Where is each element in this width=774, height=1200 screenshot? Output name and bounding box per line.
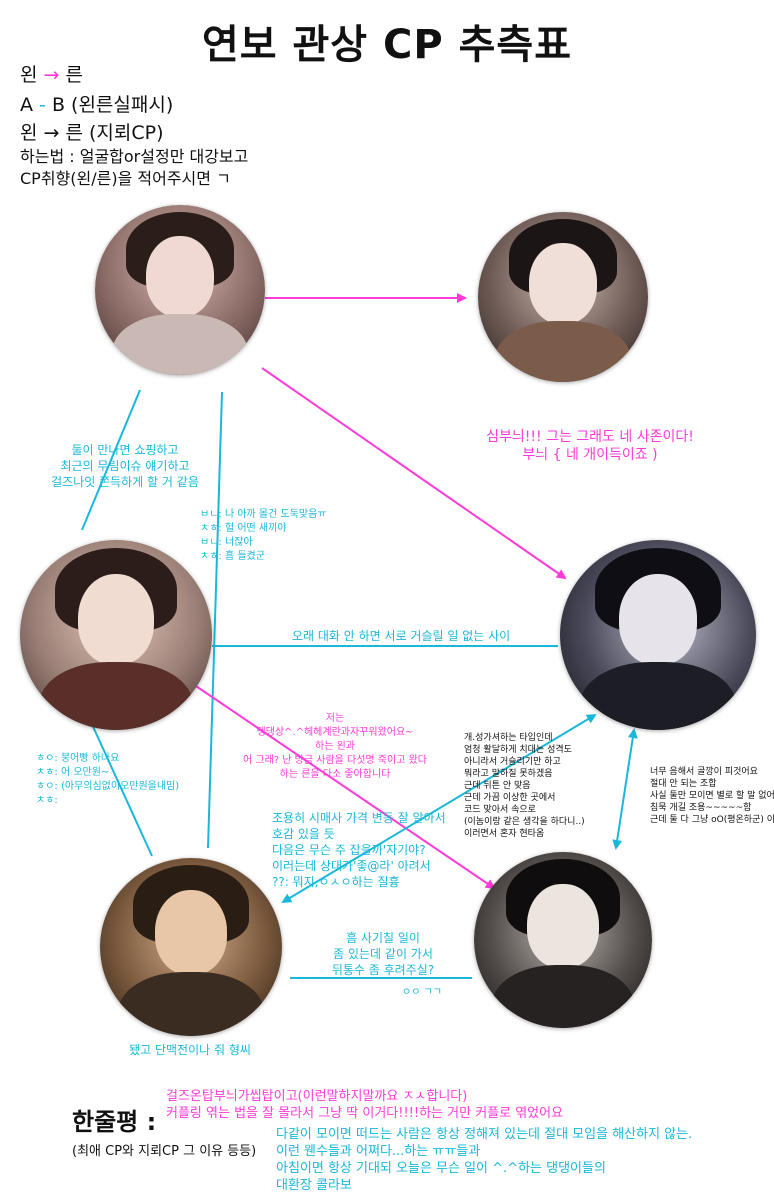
note-line: 걸즈나잇 쫀득하게 할 거 같음 bbox=[51, 475, 199, 489]
page-title: 연보 관상 CP 추측표 bbox=[201, 22, 573, 68]
note-line: 개.성가셔하는 타입인데 bbox=[464, 733, 553, 743]
chat-line: ㅎㅇ: 붕어빵 하나요 bbox=[36, 753, 120, 764]
summary-title: 한줄평 : bbox=[72, 1108, 157, 1136]
black-arrow-icon: → bbox=[43, 122, 60, 144]
quote-line: 부늬 { 네 개이득이죠 ) bbox=[522, 447, 658, 463]
note-line: 근데 뒤튼 안 맞음 bbox=[464, 781, 531, 791]
chat-line: ㅊㅎ: bbox=[36, 795, 58, 806]
chat-line: ㅂㄴ: 너잖아 bbox=[200, 537, 253, 548]
note-line: 이러면서 혼자 현타옴 bbox=[464, 829, 545, 839]
note-line: 코드 맞아서 속으로 bbox=[464, 805, 536, 815]
avatar-bottom-left bbox=[100, 858, 282, 1036]
howto-line1: 하는법 : 얼굴합or설정만 대강보고 bbox=[20, 147, 249, 166]
legend-right-label: 른 bbox=[65, 64, 83, 86]
note-tl-ml: 둘이 만나면 쇼핑하고 최근의 무림이슈 얘기하고 걸즈나잇 쫀득하게 할 거 … bbox=[14, 442, 236, 490]
note-line: ??: 뭐지,ㅇㅅㅇ하는 질흉 bbox=[272, 875, 400, 889]
legend-b-label: B (왼른실패시) bbox=[51, 94, 174, 116]
note-line: 이러는데 상대가'좋@라' 아려서 bbox=[272, 859, 431, 873]
note-line: 다음은 무슨 주 잡을까'자기야? bbox=[272, 843, 426, 857]
summary-line: 대환장 콜라보 bbox=[276, 1178, 352, 1193]
note-line: 댕댕상^.^헤헤계란과자꾸워왔어요~ bbox=[256, 727, 414, 738]
note-line: 절대 안 되는 조합 bbox=[650, 779, 717, 789]
note-mr-br: 너무 음해서 골깡이 피것어요 절대 안 되는 조합 사실 둘만 모이면 별로 … bbox=[650, 766, 774, 826]
chat-line: ㅊㅎ: 헐 어떤 새끼야 bbox=[200, 523, 287, 534]
note-bl-mr: 개.성가셔하는 타입인데 엄청 활달하게 치대는 성격도 아니라서 거슬리기만 … bbox=[464, 732, 585, 840]
arrow-tl-mr bbox=[261, 367, 567, 580]
legend-left-label: 왼 bbox=[20, 64, 38, 86]
chat-line: ㅊㅎ: 어 오만원~ bbox=[36, 767, 110, 778]
note-line: 호감 있을 듯 bbox=[272, 827, 335, 841]
note-line: 하는 왼과 bbox=[315, 741, 355, 752]
avatar-middle-left bbox=[20, 540, 212, 730]
pink-arrow-icon: → bbox=[43, 64, 60, 86]
line-tl-ml bbox=[81, 389, 141, 531]
note-line: 근데 둘 다 그냥 oO(평온하군) 이럴 듯 bbox=[650, 815, 774, 825]
note-line: 근데 가끔 이상한 곳에서 bbox=[464, 793, 556, 803]
note-line: 조용히 시매사 가격 변동 잘 알아서 bbox=[272, 811, 446, 825]
caption-bottom-left: 됐고 단맥전이나 줘 형씨 bbox=[129, 1043, 251, 1057]
quote-top-right: 심부늬!!! 그는 그래도 네 사존이다! 부늬 { 네 개이득이죠 ) bbox=[440, 428, 740, 464]
chat-line: ㅊㅎ: 흠 들켰군 bbox=[200, 551, 265, 562]
note-line: 좀 있는데 같이 가서 bbox=[333, 947, 433, 961]
note-line: 흠 사기칠 일이 bbox=[346, 931, 420, 945]
chat-tl-bl: ㅂㄴ: 나 아까 몰건 도둑맞음ㅠ ㅊㅎ: 헐 어떤 새끼야 ㅂㄴ: 너잖아 ㅊ… bbox=[200, 508, 326, 564]
summary-line: 걸즈온탑부늬가씹탑이고(이런말하지말까요 ㅈㅅ합니다) bbox=[166, 1089, 468, 1104]
note-line: 어 그래? 난 방금 사람을 다섯명 죽이고 왔다 bbox=[243, 755, 427, 766]
note-line: (이놈이랑 같은 생각을 하다니..) bbox=[464, 817, 585, 827]
summary-pink: 걸즈온탑부늬가씹탑이고(이런말하지말까요 ㅈㅅ합니다) 커플링 엮는 법을 잘 … bbox=[166, 1088, 563, 1122]
note-line: 둘이 만나면 쇼핑하고 bbox=[71, 443, 179, 457]
note-line: 뒤통수 좀 후려주실? bbox=[331, 963, 435, 977]
line-tl-bl bbox=[207, 391, 223, 849]
avatar-top-right bbox=[478, 212, 648, 382]
chat-line: ㅂㄴ: 나 아까 몰건 도둑맞음ㅠ bbox=[200, 509, 327, 520]
avatar-top-left bbox=[95, 205, 265, 375]
legend-right-label: 른 (지뢰CP) bbox=[65, 122, 164, 144]
note-line: 저는 bbox=[325, 713, 345, 724]
summary-cyan: 다같이 모이면 떠드는 사람은 항상 정해져 있는데 절대 모임을 해산하지 않… bbox=[276, 1126, 692, 1194]
note-line: 뭐라고 말하질 못하겠음 bbox=[464, 769, 553, 779]
note-line: 너무 음해서 골깡이 피것어요 bbox=[650, 767, 758, 777]
chat-line: ㅎㅇ: (아무의심없이오만원을내밈) bbox=[36, 781, 180, 792]
note-line: 최근의 무림이슈 얘기하고 bbox=[60, 459, 190, 473]
quote-line: 심부늬!!! 그는 그래도 네 사존이다! bbox=[486, 429, 694, 445]
line-ml-bl bbox=[89, 719, 153, 857]
note-bl-br: 흠 사기칠 일이 좀 있는데 같이 가서 뒤통수 좀 후려주실? bbox=[318, 930, 448, 978]
summary-line: 다같이 모이면 떠드는 사람은 항상 정해져 있는데 절대 모임을 해산하지 않… bbox=[276, 1127, 693, 1142]
chat-ml-bl: ㅎㅇ: 붕어빵 하나요 ㅊㅎ: 어 오만원~ ㅎㅇ: (아무의심없이오만원을내밈… bbox=[36, 752, 179, 808]
summary-line: 커플링 엮는 법을 잘 몰라서 그냥 딱 이거다!!!!하는 거만 커플로 엮었… bbox=[166, 1106, 564, 1121]
note-line: 침묵 개길 조용~~~~~함 bbox=[650, 803, 752, 813]
legend-mine-cp: 왼 → 른 (지뢰CP) bbox=[20, 118, 164, 145]
note-bl-br-reply: ㅇㅇ ㄱㄱ bbox=[402, 987, 442, 998]
summary-line: 이런 웬수들과 어쩌다...하는 ㅠㅠ들과 bbox=[276, 1144, 481, 1159]
note-line: 아니라서 거슬리기만 하고 bbox=[464, 757, 561, 767]
note-bl-center: 조용히 시매사 가격 변동 잘 알아서 호감 있을 듯 다음은 무슨 주 잡을까… bbox=[272, 810, 446, 890]
avatar-bottom-right bbox=[474, 852, 652, 1028]
avatar-middle-right bbox=[560, 540, 756, 730]
note-line: 사실 둘만 모이면 별로 할 말 없어서 bbox=[650, 791, 774, 801]
legend-left-label: 왼 bbox=[20, 122, 38, 144]
note-ml-mr: 오래 대화 안 하면 서로 거슬릴 일 없는 사이 bbox=[292, 629, 511, 643]
legend-left-right: 왼 → 른 bbox=[20, 60, 83, 87]
note-line: 하는 른을 다소 좋아합니다 bbox=[279, 769, 391, 780]
summary-line: 아침이면 항상 기대되 오늘은 무슨 일이 ^.^하는 댕댕이들의 bbox=[276, 1161, 606, 1176]
legend-a-label: A bbox=[20, 94, 33, 116]
cyan-dash-icon: - bbox=[39, 94, 46, 116]
howto-line2: CP취향(왼/른)을 적어주시면 ㄱ bbox=[20, 169, 231, 188]
arrow-bl-mr bbox=[281, 713, 597, 904]
arrow-mr-br bbox=[612, 728, 638, 850]
note-line: 엄청 활달하게 치대는 성격도 bbox=[464, 745, 572, 755]
summary-subtitle: (최애 CP와 지뢰CP 그 이유 등등) bbox=[72, 1144, 257, 1159]
legend-a-b: A - B (왼른실패시) bbox=[20, 90, 173, 117]
note-ml-br: 저는 댕댕상^.^헤헤계란과자꾸워왔어요~ 하는 왼과 어 그래? 난 방금 사… bbox=[220, 712, 450, 782]
